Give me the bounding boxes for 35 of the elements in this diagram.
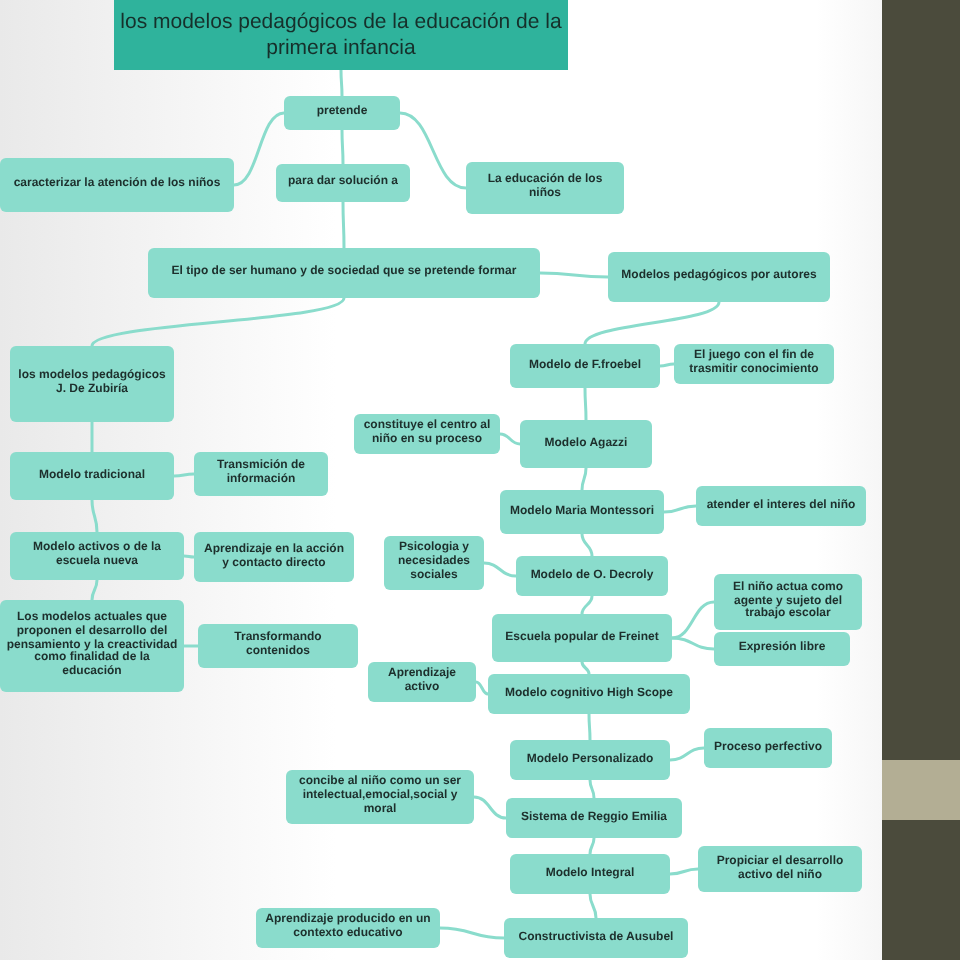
- connector-line: [588, 893, 598, 919]
- connector-line: [339, 70, 344, 96]
- connector-line: [90, 579, 99, 601]
- connector-line: [580, 533, 594, 557]
- connector-line: [183, 554, 195, 559]
- connector-line: [90, 499, 99, 533]
- connector-line: [583, 301, 721, 345]
- connector-line: [583, 388, 588, 420]
- connector-line: [669, 867, 699, 876]
- connector-line: [233, 111, 285, 187]
- connector-line: [173, 472, 195, 478]
- connector-line: [659, 362, 675, 368]
- connector-line: [341, 202, 346, 248]
- connector-line: [671, 600, 715, 640]
- connector-line: [663, 504, 697, 514]
- connector-line: [669, 746, 705, 762]
- connector-line: [439, 926, 505, 940]
- connector-line: [587, 714, 592, 740]
- connector-line: [580, 661, 591, 675]
- connector-line: [340, 130, 345, 164]
- connector-line: [90, 422, 94, 452]
- title-box: los modelos pedagógicos de la educación de la primera infancia: [114, 0, 568, 70]
- connector-line: [184, 644, 198, 648]
- connector-line: [671, 636, 715, 651]
- connector-line: [588, 779, 596, 799]
- connector-line: [90, 297, 346, 347]
- connector-line: [483, 561, 517, 578]
- connector-line: [588, 837, 596, 855]
- connector-line: [580, 595, 594, 615]
- connector-line: [580, 467, 588, 491]
- connector-line: [475, 680, 489, 696]
- connector-line: [473, 795, 507, 820]
- connector-line: [499, 432, 521, 446]
- connector-line: [540, 271, 608, 279]
- connector-line: [399, 111, 467, 190]
